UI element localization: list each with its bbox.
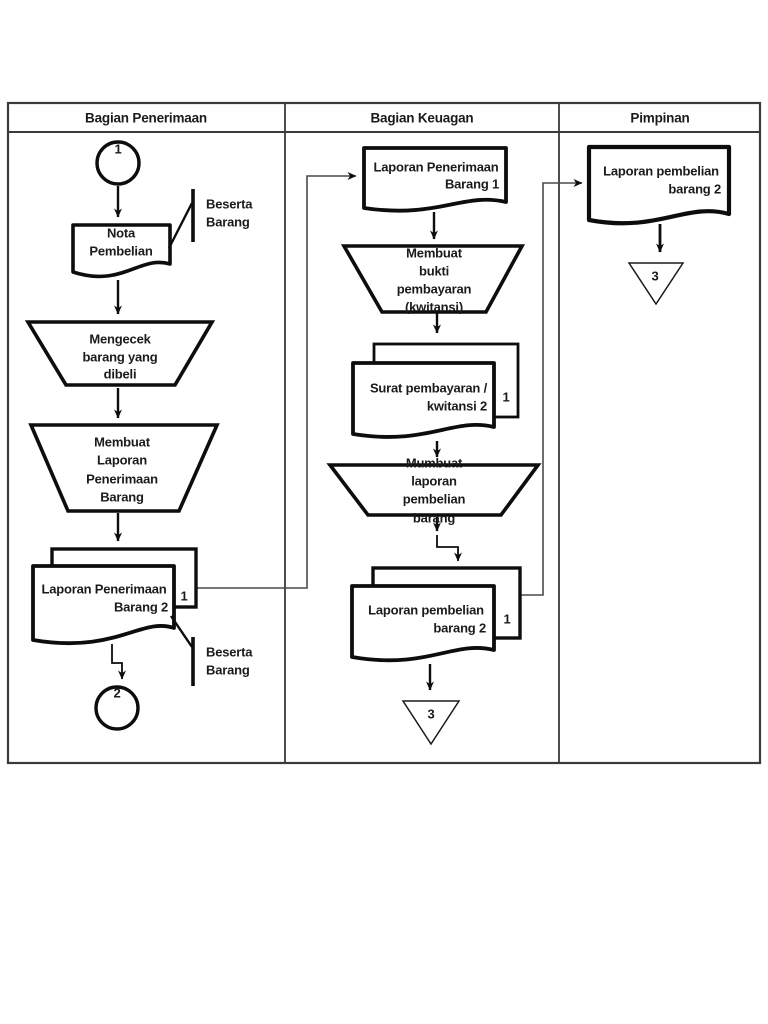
doc-pimpinan-label-line1: Laporan pembelian [603,163,719,179]
start-connector-circle [95,140,141,186]
column-header-bagian-penerimaan: Bagian Penerimaan [85,110,207,126]
end-connector-number: 2 [113,685,121,701]
beserta-barang-note1-line1: Beserta [206,196,253,212]
offpage-number-keuangan: 3 [427,706,435,722]
doc-surat-label-line1: Surat pembayaran / [369,380,487,396]
doc-bottom-label-line1: Laporan pembelian [368,602,484,618]
table-outline [6,101,762,765]
proc-mengecek-barang [24,320,216,387]
doc-surat-copy-number: 1 [502,389,510,405]
doc-laporan-penerimaan-barang-1 [362,146,508,213]
doc-laporan-pembelian-barang-2-pimpinan [586,144,732,226]
proc-laporan-label-line3: pembelian [402,491,466,507]
doc-bottom-copy-number: 1 [503,611,511,627]
doc-stack1-label-line2: Barang 2 [113,599,168,615]
beserta-barang-note2-line2: Barang [206,662,250,678]
proc-report-label-line4: Barang [100,489,144,505]
doc-nota-label-line1: Nota [106,225,136,241]
column-header-pimpinan: Pimpinan [630,110,690,126]
doc-surat-pembayaran-copy2-front [351,361,496,439]
proc-laporan-label-line4: barang [412,510,456,526]
proc-membuat-bukti-pembayaran [340,244,526,314]
proc-report-label-line3: Penerimaan [86,471,158,487]
offpage-number-pimpinan: 3 [651,268,659,284]
proc-report-label-line2: Laporan [97,452,147,468]
proc-laporan-label-line2: laporan [411,473,457,489]
column-header-bagian-keuagan: Bagian Keuagan [370,110,474,126]
doc-laporan-penerimaan-copy2-front [31,564,176,646]
doc-pimpinan-label-line2: barang 2 [668,181,721,197]
proc-laporan-label-line1: Mumbuat [405,455,463,471]
proc-mengecek-label-line3: dibeli [103,366,137,382]
beserta-barang-callout-diagonal-1 [167,202,194,249]
doc-stack1-label-line1: Laporan Penerimaan [41,581,167,597]
offpage-connector-triangle-keuangan [401,700,461,746]
start-connector-number: 1 [114,141,122,157]
proc-kwitansi-label-line2: bukti [418,263,450,279]
proc-mengecek-label-line1: Mengecek [89,331,151,347]
arrow-stack-to-end-connector [111,644,126,680]
proc-mengecek-label-line2: barang yang [82,349,158,365]
proc-kwitansi-label-line3: pembayaran [396,281,472,297]
beserta-barang-note1-line2: Barang [206,214,250,230]
proc-membuat-laporan-penerimaan [28,423,220,513]
doc-nota-pembelian [71,223,172,279]
doc-bottom-label-line2: barang 2 [433,620,486,636]
proc-kwitansi-label-line4: (kwitansi) [405,299,463,315]
offpage-connector-triangle-pimpinan [627,262,685,306]
arrow-step-to-lpb-stack [436,535,462,562]
doc-laporan-pembelian-copy2-front [350,584,496,663]
proc-kwitansi-label-line1: Membuat [406,245,462,261]
beserta-barang-note2-line1: Beserta [206,644,253,660]
end-connector-circle [94,685,140,731]
connector-line-to-pimpinan [520,179,583,596]
doc-stack1-copy-number: 1 [180,588,188,604]
beserta-barang-callout-diagonal-2 [170,615,193,648]
doc-nota-label-line2: Pembelian [89,243,153,259]
doc-surat-label-line2: kwitansi 2 [426,398,487,414]
doc-top-label-line2: Barang 1 [444,176,499,192]
doc-top-label-line1: Laporan Penerimaan [373,159,499,175]
connector-line-to-keuangan [196,172,357,589]
proc-report-label-line1: Membuat [94,434,150,450]
proc-mumbuat-laporan-pembelian [326,463,542,517]
